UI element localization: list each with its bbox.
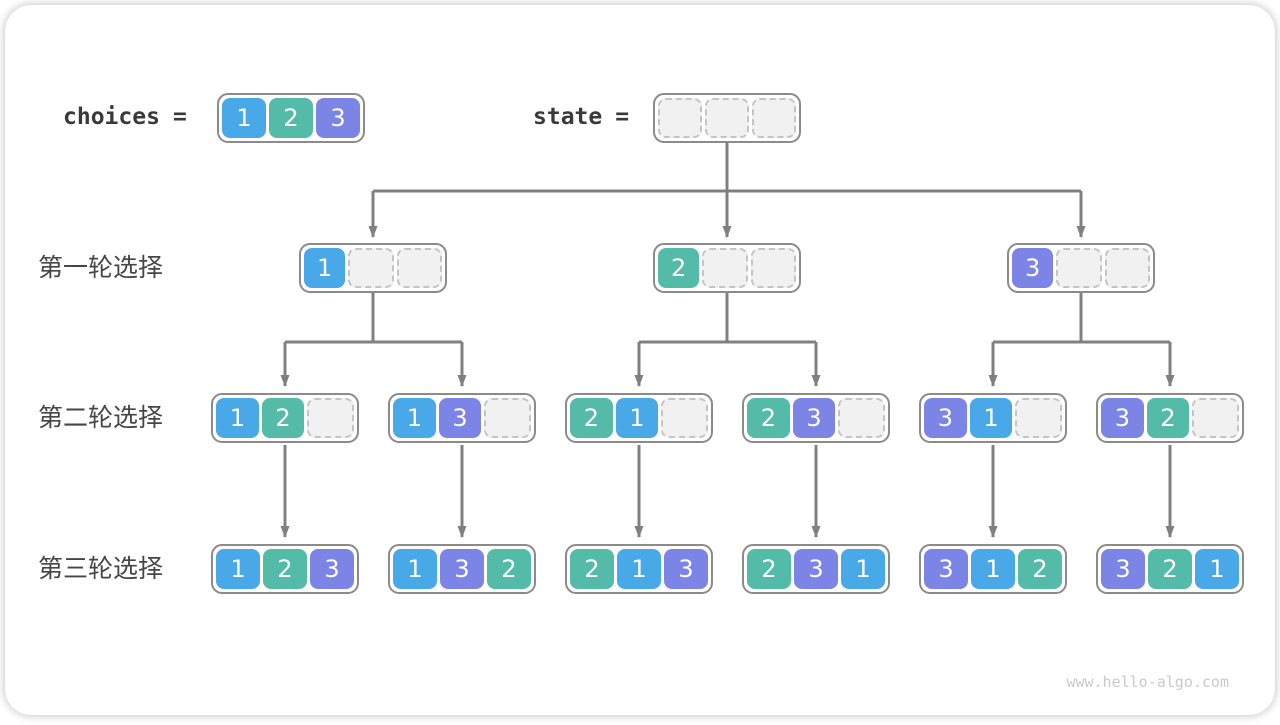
state-equals: =: [615, 104, 630, 130]
state-cell: 1: [216, 549, 260, 589]
level1-connectors: [368, 143, 1086, 238]
state-cell: 3: [1101, 549, 1145, 589]
state-cell: 2: [570, 549, 614, 589]
state-cell: [1015, 398, 1063, 438]
state-cell: 2: [658, 248, 700, 288]
level3-connectors: [280, 445, 1175, 538]
state-cell: 3: [1012, 248, 1054, 288]
state-cell: [1104, 248, 1150, 288]
state-cell: 2: [1146, 398, 1190, 438]
state-cell: [702, 248, 748, 288]
state-cell: 2: [570, 398, 613, 438]
choices-cell: 3: [316, 98, 360, 138]
state-box: 3 2: [1096, 393, 1244, 443]
state-cell: [484, 398, 532, 438]
state-cell: 3: [438, 398, 482, 438]
state-cell: 1: [615, 398, 659, 438]
state-cell: 1: [617, 549, 661, 589]
state-cell: 3: [924, 549, 968, 589]
state-box: 3: [1007, 243, 1155, 293]
round2-label: 第二轮选择: [38, 404, 164, 432]
state-box: 2 3: [742, 393, 890, 443]
state-cell: [1192, 398, 1240, 438]
state-box: 2 1: [565, 393, 713, 443]
state-cell: [750, 248, 796, 288]
level2-connectors: [280, 293, 1175, 387]
state-cell: 3: [792, 398, 836, 438]
choices-box: 1 2 3: [217, 93, 365, 143]
choices-label-text: choices: [63, 104, 160, 130]
state-cell: 2: [487, 549, 531, 589]
figure-card: choices = 1 2 3 state = 第一轮选择 第二轮选择 第三轮选…: [5, 5, 1275, 715]
state-cell: [752, 98, 796, 138]
state-box: 3 1: [919, 393, 1067, 443]
state-label-text: state: [533, 104, 603, 130]
state-cell: 3: [1101, 398, 1144, 438]
round1-label: 第一轮选择: [38, 254, 164, 282]
state-cell: 3: [794, 549, 838, 589]
state-box: 1 3: [388, 393, 536, 443]
state-box: 2 1 3: [565, 544, 713, 594]
state-cell: [658, 98, 702, 138]
state-cell: 2: [747, 549, 791, 589]
state-cell: 1: [216, 398, 259, 438]
state-box: 3 1 2: [919, 544, 1067, 594]
state-cell: 2: [263, 549, 307, 589]
state-cell: [348, 248, 394, 288]
state-box: 2: [653, 243, 801, 293]
state-cell: 1: [971, 549, 1015, 589]
state-cell: 1: [304, 248, 346, 288]
state-cell: 3: [310, 549, 354, 589]
state-box: 3 2 1: [1096, 544, 1244, 594]
state-cell: 2: [1148, 549, 1192, 589]
tree-connectors: [280, 143, 1175, 538]
state-cell: [705, 98, 749, 138]
state-box: 1: [299, 243, 447, 293]
state-cell: 3: [440, 549, 484, 589]
state-cell: 1: [1195, 549, 1239, 589]
state-cell: 2: [747, 398, 790, 438]
state-box: 1 3 2: [388, 544, 536, 594]
choices-equals: =: [172, 104, 187, 130]
state-cell: 1: [969, 398, 1013, 438]
state-cell: [838, 398, 886, 438]
state-cell: 3: [924, 398, 967, 438]
choices-label: choices =: [63, 104, 187, 130]
choices-cell: 2: [269, 98, 313, 138]
state-label: state =: [533, 104, 629, 130]
state-cell: [307, 398, 355, 438]
state-box: 2 3 1: [742, 544, 890, 594]
state-box-root: [653, 93, 801, 143]
round3-label: 第三轮选择: [38, 555, 164, 583]
state-cell: 1: [393, 549, 437, 589]
state-cell: 2: [1018, 549, 1062, 589]
state-box: 1 2 3: [211, 544, 359, 594]
state-box: 1 2: [211, 393, 359, 443]
state-cell: 2: [261, 398, 305, 438]
choices-cell: 1: [222, 98, 266, 138]
state-cell: 3: [664, 549, 708, 589]
state-cell: 1: [393, 398, 436, 438]
state-cell: 1: [841, 549, 885, 589]
state-cell: [396, 248, 442, 288]
watermark: www.hello-algo.com: [1066, 673, 1229, 691]
state-cell: [661, 398, 709, 438]
state-cell: [1056, 248, 1102, 288]
